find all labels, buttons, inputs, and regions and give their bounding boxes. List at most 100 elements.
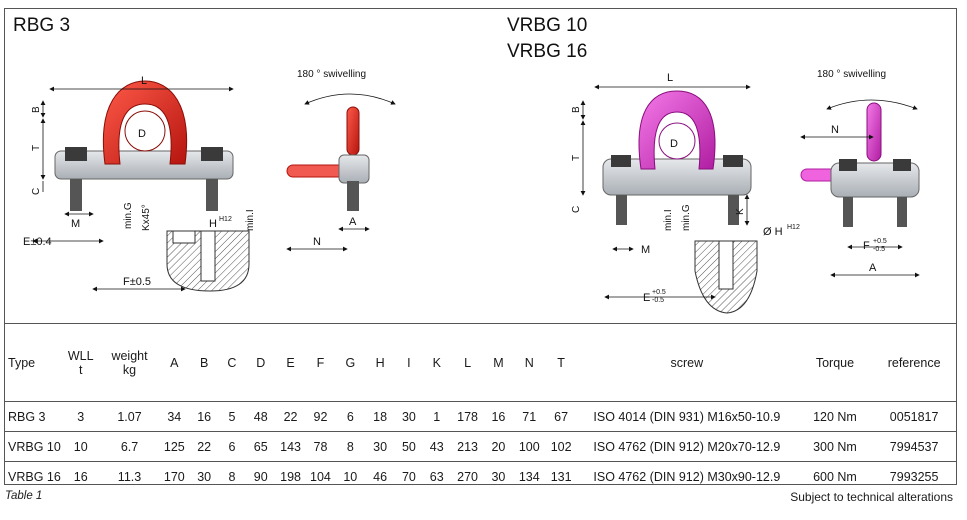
table-cell: 65 xyxy=(245,431,276,462)
table-cell: VRBG 10 xyxy=(5,431,61,462)
svg-text:+0.5: +0.5 xyxy=(652,289,666,296)
svg-text:H12: H12 xyxy=(787,224,800,231)
table-cell: 90 xyxy=(245,461,276,491)
table-header-cell: screw xyxy=(670,356,704,370)
svg-text:H12: H12 xyxy=(219,216,232,223)
title-vrbg-16: VRBG 16 xyxy=(507,41,588,62)
table-cell: 10 xyxy=(60,431,101,462)
table-cell: 8 xyxy=(335,431,366,462)
vrbg-side-view: 180 ° swivelling N F +0.5 -0.5 A xyxy=(800,69,920,278)
table-cell: 1.07 xyxy=(100,401,159,432)
table-cell: 30 xyxy=(484,461,513,491)
table-cell: 11.3 xyxy=(100,461,159,491)
svg-text:C: C xyxy=(571,206,582,213)
table-cell: 6 xyxy=(335,401,366,432)
table-cell: 134 xyxy=(512,461,547,491)
table-cell: 70 xyxy=(395,461,423,491)
table-cell: 30 xyxy=(365,431,395,462)
table-header-cell: T xyxy=(557,356,565,370)
table-cell: 120 Nm xyxy=(797,401,873,432)
table-cell: 6.7 xyxy=(100,431,159,462)
table-cell: 1 xyxy=(422,401,451,432)
table-header-cell: B xyxy=(199,356,209,370)
drawing-svg: L B T C D M E±0.4 F±0.5 xyxy=(23,69,920,314)
svg-text:min.I: min.I xyxy=(663,209,674,231)
table-header-cell: E xyxy=(286,356,295,370)
table-header-cell: I xyxy=(407,356,411,370)
table-cell: ISO 4762 (DIN 912) M20x70-12.9 xyxy=(576,431,798,462)
table-cell: 67 xyxy=(546,401,577,432)
table-cell: 8 xyxy=(218,461,246,491)
table-header-cell: C xyxy=(227,356,237,370)
table-header-cell: F xyxy=(316,356,325,370)
svg-text:-0.5: -0.5 xyxy=(652,297,664,304)
table-cell: 34 xyxy=(158,401,191,432)
svg-text:H: H xyxy=(209,218,217,230)
table-cell: 7993255 xyxy=(872,461,956,491)
svg-text:180 ° swivelling: 180 ° swivelling xyxy=(297,69,366,80)
table-cell: 16 xyxy=(484,401,513,432)
svg-text:F: F xyxy=(863,240,870,252)
table-cell: 30 xyxy=(395,401,423,432)
table-header-cell: K xyxy=(432,356,441,370)
table-cell: 10 xyxy=(335,461,366,491)
svg-text:L: L xyxy=(141,75,147,87)
svg-text:K: K xyxy=(735,208,746,215)
table-header-cell: reference xyxy=(887,356,941,370)
table-cell: 16 xyxy=(190,401,219,432)
table-cell: 22 xyxy=(275,401,306,432)
table-cell: 50 xyxy=(395,431,423,462)
table-cell: 46 xyxy=(365,461,395,491)
svg-text:-0.5: -0.5 xyxy=(873,246,885,253)
table-cell: 600 Nm xyxy=(797,461,873,491)
table-cell: VRBG 16 xyxy=(5,461,61,491)
svg-text:min.G: min.G xyxy=(681,204,692,231)
rbg-side-view: 180 ° swivelling N A xyxy=(286,69,396,252)
table-cell: ISO 4762 (DIN 912) M30x90-12.9 xyxy=(576,461,798,491)
table-cell: 18 xyxy=(365,401,395,432)
svg-text:C: C xyxy=(31,188,42,195)
svg-text:M: M xyxy=(71,218,80,230)
svg-text:F±0.5: F±0.5 xyxy=(123,276,151,288)
table-cell: 92 xyxy=(305,401,336,432)
table-cell: 170 xyxy=(158,461,191,491)
table-header-cell: M xyxy=(493,356,504,370)
table-cell: 16 xyxy=(60,461,101,491)
table-header-cell: N xyxy=(524,356,534,370)
svg-text:T: T xyxy=(571,155,582,161)
rbg-front-view: L B T C D M E±0.4 F±0.5 xyxy=(23,75,256,292)
svg-text:N: N xyxy=(313,236,321,248)
table-cell: 5 xyxy=(218,401,246,432)
svg-text:M: M xyxy=(641,244,650,256)
table-header-cell: L xyxy=(464,356,472,370)
table-cell: 63 xyxy=(422,461,451,491)
svg-text:D: D xyxy=(670,138,678,150)
svg-text:min.I: min.I xyxy=(245,209,256,231)
table-header-cell: G xyxy=(345,356,356,370)
table-cell: 0051817 xyxy=(872,401,956,432)
table-cell: 20 xyxy=(484,431,513,462)
svg-text:+0.5: +0.5 xyxy=(873,238,887,245)
svg-text:N: N xyxy=(831,124,839,136)
technical-drawing-area: RBG 3 VRBG 10 VRBG 16 xyxy=(5,9,956,324)
svg-text:L: L xyxy=(667,72,673,84)
svg-text:Kx45°: Kx45° xyxy=(141,204,152,231)
table-cell: RBG 3 xyxy=(5,401,61,432)
table-cell: 78 xyxy=(305,431,336,462)
svg-text:E: E xyxy=(643,292,650,304)
table-cell: 178 xyxy=(450,401,485,432)
svg-text:E±0.4: E±0.4 xyxy=(23,236,52,248)
table-header-cell: Torque xyxy=(815,356,855,370)
table-cell: 131 xyxy=(546,461,577,491)
table-cell: 270 xyxy=(450,461,485,491)
table-header-cell: Type xyxy=(8,356,36,370)
table-cell: 22 xyxy=(190,431,219,462)
svg-text:D: D xyxy=(138,128,146,140)
